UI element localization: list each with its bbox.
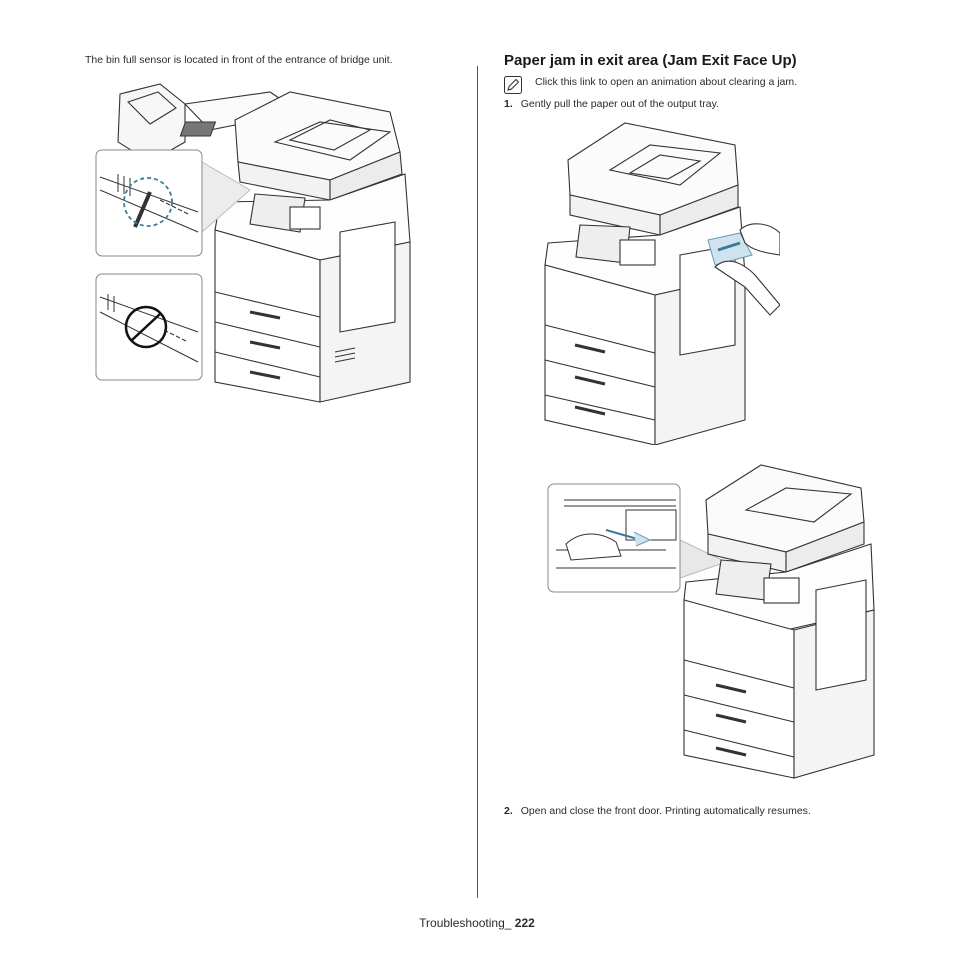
- pull-paper-output-tray-illustration: [544, 122, 780, 445]
- step-1-text: Gently pull the paper out of the output …: [520, 98, 720, 110]
- note-pencil-icon: [504, 76, 522, 94]
- step-2-text: Open and close the front door. Printing …: [520, 805, 811, 817]
- bin-full-sensor-text: The bin full sensor is located in front …: [85, 54, 393, 66]
- page-number: 222: [514, 916, 535, 930]
- step-1-number: 1.: [504, 98, 513, 110]
- printer-bridge-unit-illustration: [95, 83, 411, 403]
- animation-note-text: Click this link to open an animation abo…: [535, 76, 798, 88]
- step-2: 2. Open and close the front door. Printin…: [504, 805, 811, 818]
- section-heading: Paper jam in exit area (Jam Exit Face Up…: [504, 52, 797, 69]
- step-2-number: 2.: [504, 805, 513, 817]
- column-divider: [477, 66, 478, 898]
- footer-section: Troubleshooting_: [419, 916, 512, 930]
- step-1: 1. Gently pull the paper out of the outpu…: [504, 98, 719, 111]
- page-footer: Troubleshooting_ 222: [0, 916, 954, 930]
- exit-area-callout-illustration: [547, 464, 875, 779]
